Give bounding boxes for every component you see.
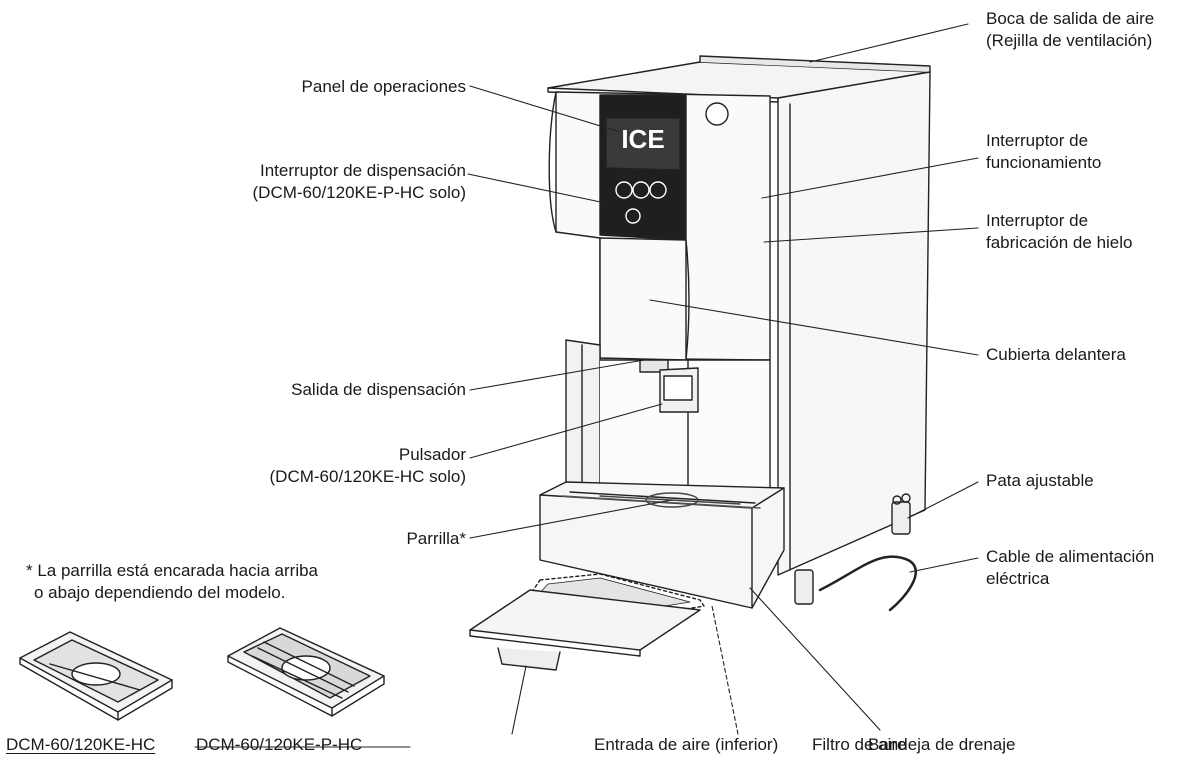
label-push-button-model: (DCM-60/120KE-HC solo) (269, 467, 467, 486)
label-push-button: Pulsador (398, 445, 466, 464)
label-vent-grille: (Rejilla de ventilación) (986, 31, 1153, 50)
label-front-cover: Cubierta delantera (986, 345, 1126, 364)
label-drain-tray: Bandeja de drenaje (868, 735, 1016, 754)
round-knob (705, 102, 729, 126)
label-air-intake: Entrada de aire (inferior) (594, 735, 779, 754)
adjustable-foot (891, 501, 911, 535)
front-foot (794, 569, 814, 605)
label-ice-switch-2: fabricación de hielo (986, 233, 1133, 252)
left-column (565, 339, 601, 501)
operation-panel (599, 94, 687, 241)
label-dispense-outlet: Salida de dispensación (291, 380, 466, 399)
label-operation-panel: Panel de operaciones (301, 77, 466, 96)
label-power-cable-1: Cable de alimentación (986, 547, 1155, 566)
grate-hc-illustration (19, 631, 173, 721)
label-operation-switch-2: funcionamiento (986, 153, 1102, 172)
dispense-spout (639, 359, 699, 413)
side-panel (777, 71, 931, 576)
label-air-filter: Filtro de aire (812, 735, 907, 754)
label-ice-switch-1: Interruptor de (986, 211, 1089, 230)
power-cable (818, 555, 917, 612)
label-grate: Parrilla* (406, 529, 466, 548)
panel-brand-text: ICE (621, 124, 664, 154)
label-power-cable-2: eléctrica (986, 569, 1050, 588)
label-dispense-switch-model: (DCM-60/120KE-P-HC solo) (252, 183, 467, 202)
note-line-2: o abajo dependiendo del modelo. (34, 583, 286, 602)
air-intake-plate (469, 589, 701, 651)
label-air-outlet: Boca de salida de aire (986, 9, 1155, 28)
caption-model-hc: DCM-60/120KE-HC (6, 735, 156, 754)
label-operation-switch-1: Interruptor de (986, 131, 1089, 150)
leader-lines (194, 23, 979, 748)
note-line-1: * La parrilla está encarada hacia arriba (26, 561, 319, 580)
grate-p-hc-illustration (227, 627, 385, 717)
caption-model-p-hc: DCM-60/120KE-P-HC (196, 735, 363, 754)
label-adjustable-foot: Pata ajustable (986, 471, 1094, 490)
label-dispense-switch: Interruptor de dispensación (259, 161, 466, 180)
front-cover (599, 237, 687, 361)
